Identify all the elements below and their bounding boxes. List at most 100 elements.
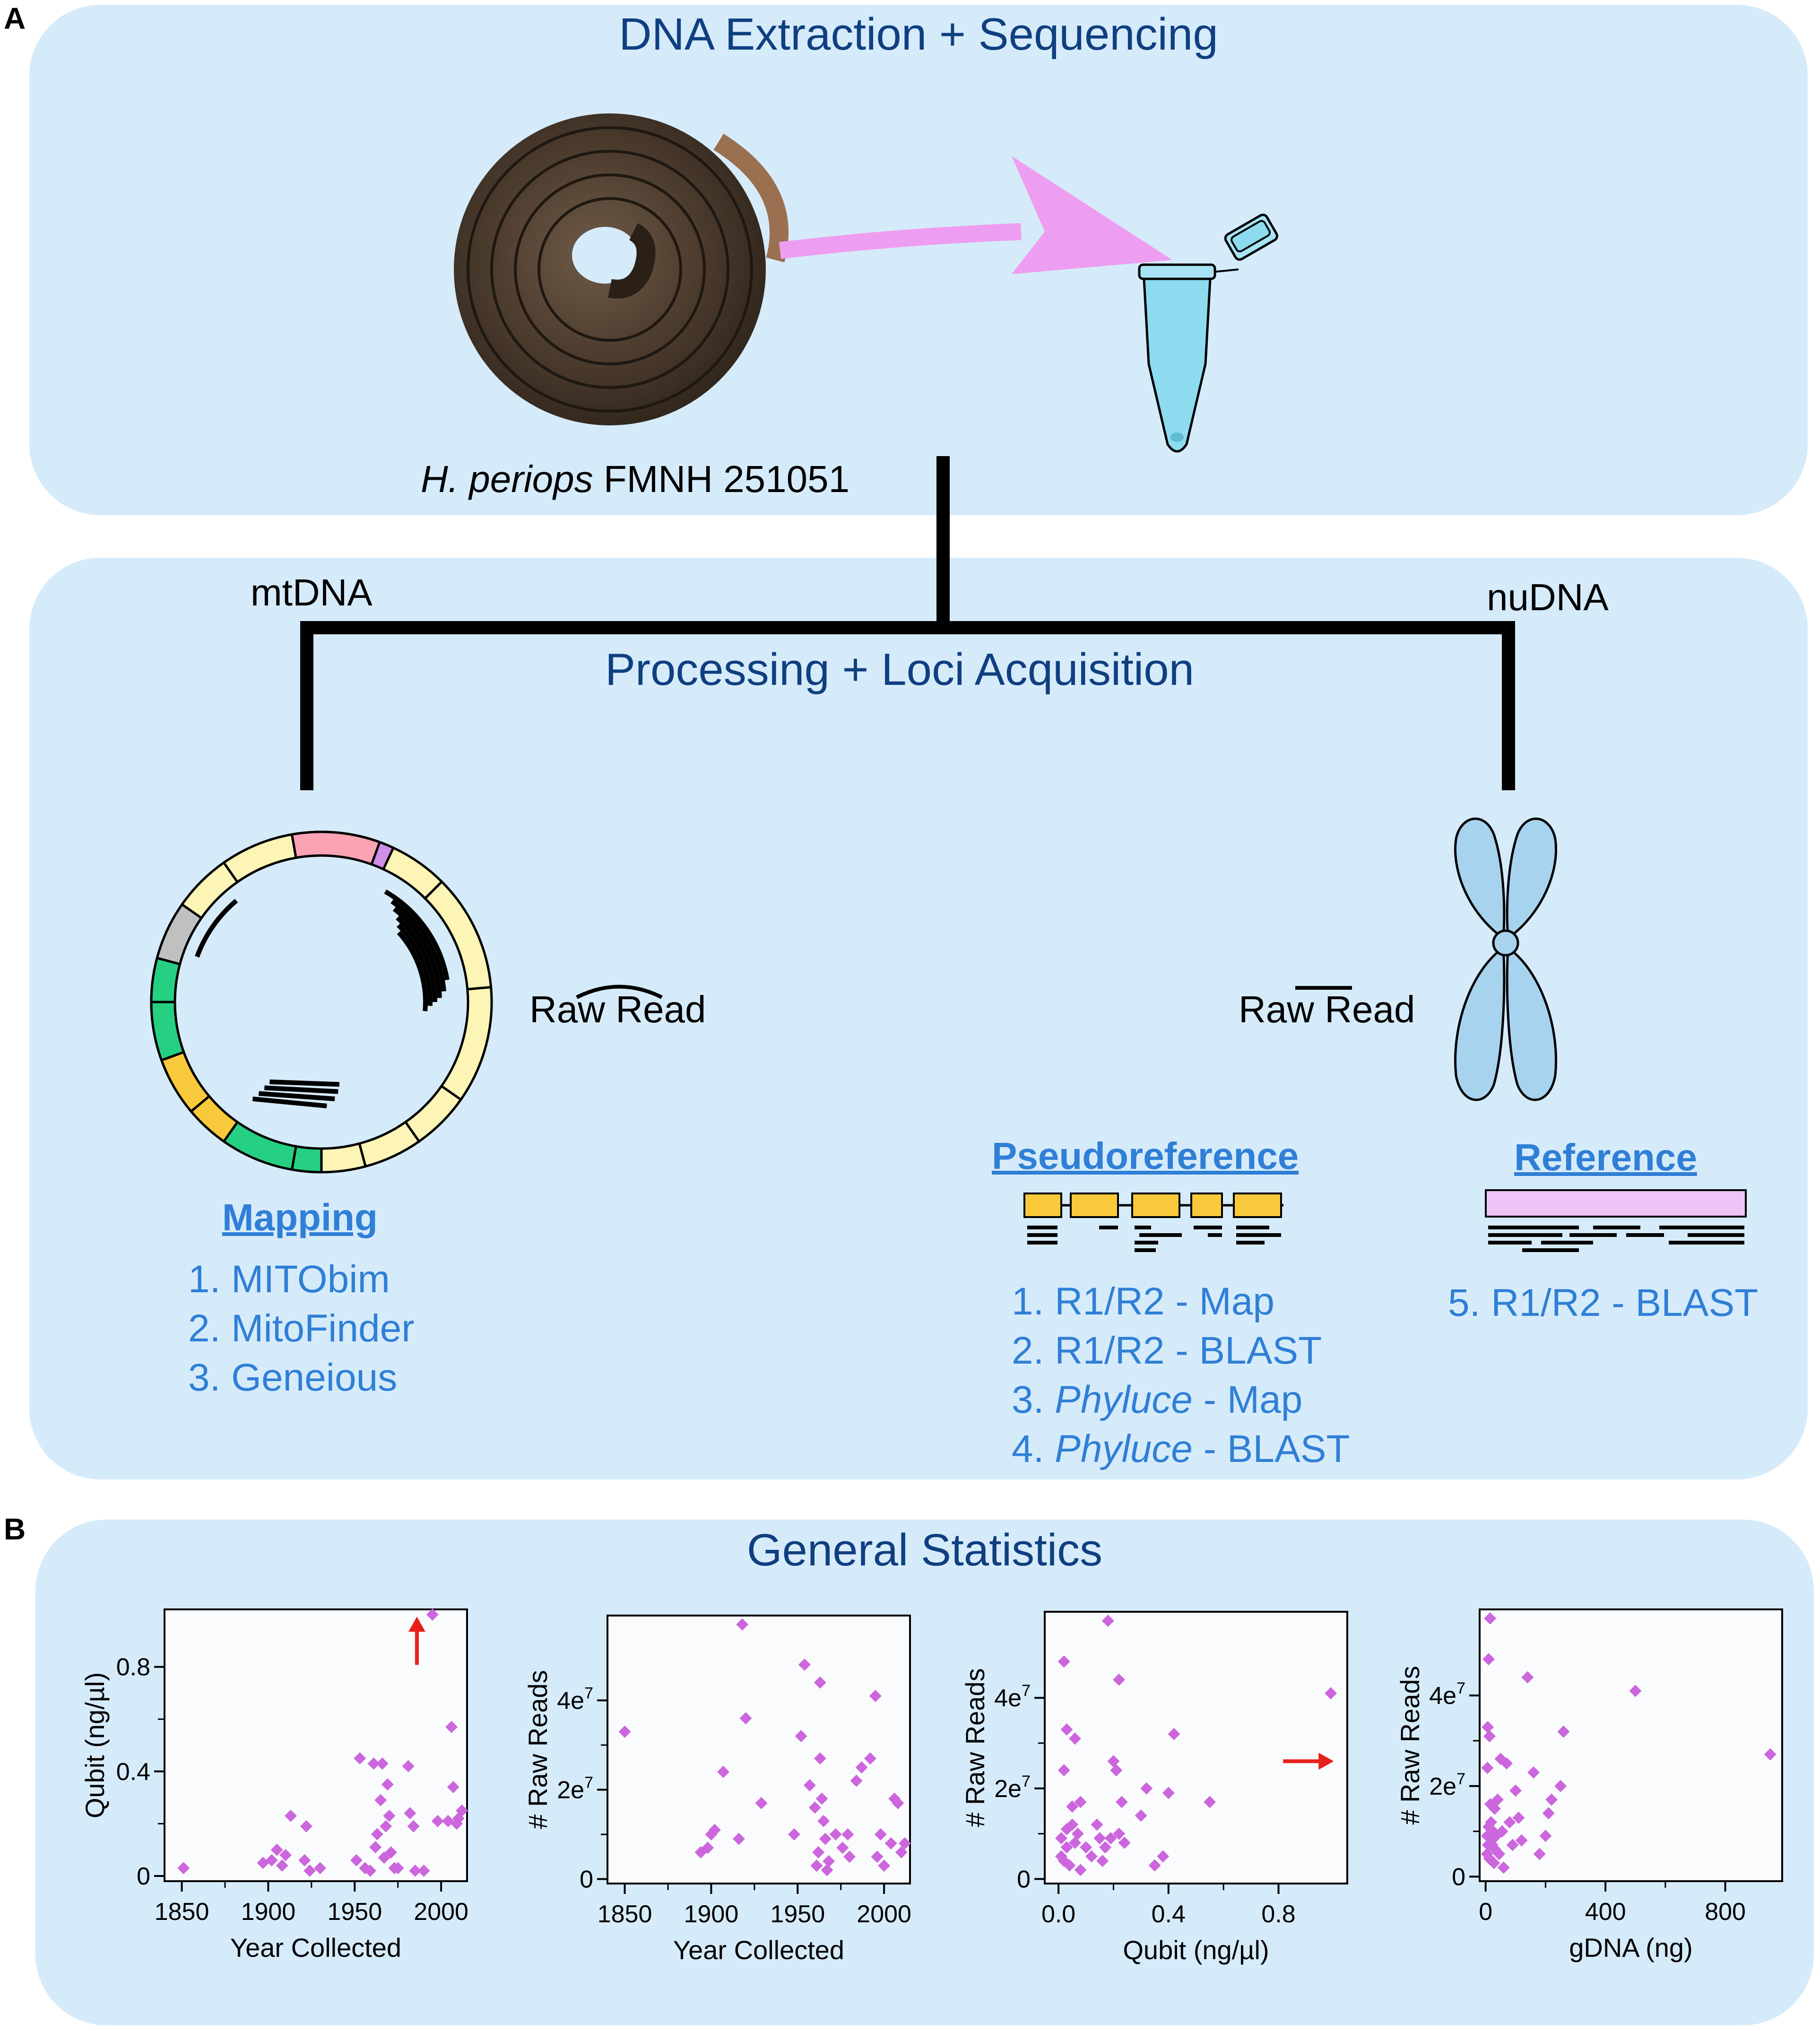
x-tick-label: 1950 xyxy=(770,1901,825,1928)
data-point xyxy=(1545,1793,1558,1806)
specimen-label: H. periops FMNH 251051 xyxy=(421,458,849,501)
data-point xyxy=(1104,1832,1117,1845)
data-point xyxy=(284,1809,297,1822)
data-point xyxy=(1481,1762,1494,1774)
mtdna-label: mtDNA xyxy=(251,571,373,614)
data-point xyxy=(899,1837,911,1850)
data-point xyxy=(1135,1809,1147,1822)
data-point xyxy=(1629,1685,1642,1697)
data-point xyxy=(739,1712,752,1725)
data-point xyxy=(864,1752,876,1765)
data-point xyxy=(1204,1796,1216,1808)
pseudoreference-num: 1. xyxy=(1012,1280,1055,1323)
data-point xyxy=(1066,1818,1079,1831)
data-point xyxy=(1080,1841,1092,1854)
data-point xyxy=(1069,1836,1081,1849)
data-point xyxy=(1533,1848,1546,1860)
data-point xyxy=(402,1760,415,1772)
data-point xyxy=(1506,1839,1519,1851)
reference-item: 5. R1/R2 - BLAST xyxy=(1448,1281,1759,1324)
data-point xyxy=(1101,1615,1114,1627)
data-point xyxy=(1488,1857,1500,1869)
data-point xyxy=(823,1855,835,1867)
chromosome-icon xyxy=(1454,817,1558,1101)
data-point xyxy=(1096,1855,1109,1867)
mapping-item: 2. MitoFinder xyxy=(188,1307,415,1350)
data-point xyxy=(376,1757,389,1770)
plot-area xyxy=(1044,1611,1348,1884)
data-point xyxy=(1099,1841,1111,1854)
data-point xyxy=(1168,1728,1180,1740)
data-point xyxy=(1085,1850,1098,1863)
panel-letter-a: A xyxy=(4,1,26,35)
data-point xyxy=(836,1841,849,1854)
panel-letter-b: B xyxy=(4,1512,26,1546)
data-point xyxy=(300,1820,312,1832)
data-point xyxy=(1063,1859,1076,1872)
y-tick-label: 0.8 xyxy=(116,1654,150,1681)
data-point xyxy=(1074,1864,1087,1876)
data-point xyxy=(878,1859,891,1872)
data-point xyxy=(1060,1723,1073,1736)
data-point xyxy=(803,1779,816,1792)
data-point xyxy=(871,1850,884,1863)
plot-area xyxy=(164,1608,468,1882)
data-point xyxy=(1140,1782,1153,1795)
pseudoreference-rest: R1/R2 - Map xyxy=(1055,1280,1274,1323)
data-point xyxy=(364,1864,377,1877)
data-point xyxy=(1069,1732,1081,1745)
mapping-item: 1. MITObim xyxy=(188,1258,390,1301)
y-tick-label: 2e7 xyxy=(1429,1770,1465,1800)
data-point xyxy=(1497,1861,1510,1874)
data-point xyxy=(829,1828,842,1841)
data-point xyxy=(810,1859,823,1872)
data-point xyxy=(708,1824,721,1836)
data-point xyxy=(732,1832,745,1845)
annotation-arrowhead xyxy=(1318,1753,1334,1770)
x-tick-label: 0 xyxy=(1479,1898,1492,1926)
reference-header: Reference xyxy=(1514,1136,1697,1178)
data-point xyxy=(817,1815,830,1827)
x-tick-label: 1850 xyxy=(155,1898,209,1926)
pseudoreference-item: 3. Phyluce - Map xyxy=(1012,1375,1350,1425)
statistics-title: General Statistics xyxy=(746,1525,1103,1575)
processing-title: Processing + Loci Acquisition xyxy=(605,644,1195,695)
branch-connector xyxy=(300,456,1515,790)
data-point xyxy=(279,1849,292,1861)
data-point xyxy=(812,1846,825,1858)
data-point xyxy=(1057,1764,1070,1777)
pseudoreference-num: 4. xyxy=(1012,1427,1055,1470)
reference-list: 5. R1/R2 - BLAST xyxy=(1448,1279,1758,1328)
data-point xyxy=(276,1859,288,1872)
data-point xyxy=(1091,1818,1103,1831)
data-point xyxy=(1542,1807,1555,1820)
data-point xyxy=(1493,1848,1506,1860)
data-point xyxy=(736,1618,749,1631)
plot-area xyxy=(607,1615,911,1884)
data-point xyxy=(884,1837,897,1850)
y-axis-label: Qubit (ng/µl) xyxy=(80,1672,110,1818)
data-point xyxy=(354,1752,366,1765)
data-point xyxy=(1107,1755,1120,1768)
data-point xyxy=(1110,1764,1123,1777)
data-point xyxy=(1764,1748,1777,1761)
x-tick-label: 400 xyxy=(1585,1898,1626,1926)
y-axis-label: # Raw Reads xyxy=(960,1668,990,1827)
pseudoreference-num: 2. xyxy=(1012,1329,1055,1372)
data-point xyxy=(1113,1673,1126,1686)
pseudoreference-num: 3. xyxy=(1012,1378,1055,1421)
x-tick-label: 1900 xyxy=(684,1901,739,1928)
data-point xyxy=(1483,1730,1496,1743)
data-point xyxy=(821,1864,833,1876)
pseudoreference-item: 1. R1/R2 - Map xyxy=(1012,1277,1350,1326)
data-point xyxy=(1071,1827,1084,1840)
nudna-label: nuDNA xyxy=(1487,576,1609,618)
mitogenome-circle xyxy=(150,830,493,1174)
pseudoreference-item: 4. Phyluce - BLAST xyxy=(1012,1425,1350,1474)
pseudoreference-list: 1. R1/R2 - Map 2. R1/R2 - BLAST 3. Phylu… xyxy=(1012,1277,1350,1474)
arrow-to-tube xyxy=(779,156,1172,274)
data-point xyxy=(1500,1757,1513,1770)
